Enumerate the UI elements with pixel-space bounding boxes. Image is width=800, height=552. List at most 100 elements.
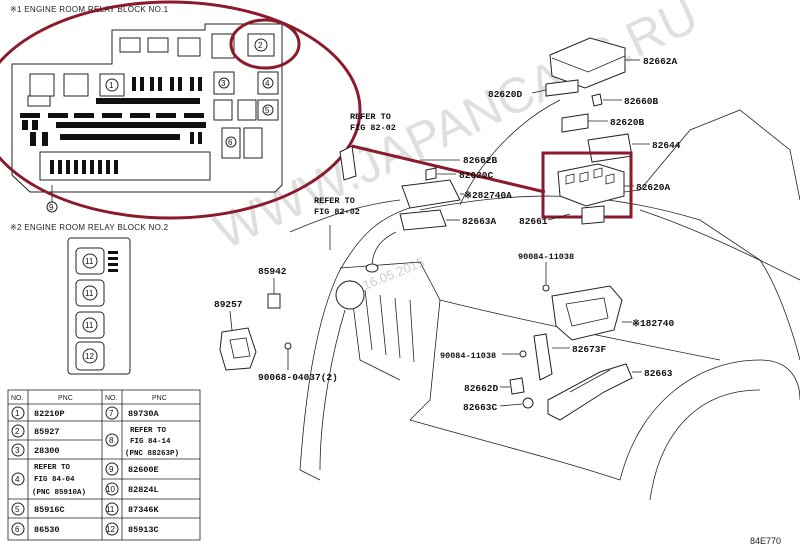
vehicle-outline bbox=[289, 99, 800, 501]
table-row: 11 87346K bbox=[105, 502, 160, 516]
refer-b-line2: FIG 82-02 bbox=[314, 207, 360, 217]
row-pnc-line3: (PNC 88263P) bbox=[125, 450, 179, 458]
part-82620A: 82620A bbox=[541, 151, 671, 225]
table-row: 6 86530 bbox=[11, 522, 60, 536]
marker-11b: 11 bbox=[82, 285, 98, 301]
part-90068: 90068-04037(2) bbox=[258, 342, 338, 383]
table-header-no-right: NO. bbox=[105, 395, 118, 402]
row-pnc-line2: FIG 84-14 bbox=[130, 438, 171, 446]
watermark-date: 16.05.2015 bbox=[361, 254, 427, 292]
label-82740A: ※282740A bbox=[464, 190, 512, 201]
marker-11c-label: 11 bbox=[85, 321, 94, 330]
part-82662D: 82662D bbox=[464, 377, 525, 395]
table-row: 12 85913C bbox=[105, 522, 159, 536]
marker-11b-label: 11 bbox=[85, 289, 94, 298]
label-82740: ※182740 bbox=[632, 318, 674, 329]
marker-1: 1 bbox=[105, 78, 119, 92]
table-row: 5 85916C bbox=[11, 502, 65, 516]
highlight-ellipse bbox=[0, 0, 362, 220]
marker-3: 3 bbox=[218, 77, 230, 89]
marker-11c: 11 bbox=[82, 317, 98, 333]
table-header-pnc-right: PNC bbox=[152, 395, 167, 402]
part-82660B: 82660B bbox=[591, 93, 659, 107]
marker-6-label: 6 bbox=[228, 138, 233, 147]
row-no: 6 bbox=[15, 525, 20, 534]
row-pnc: 85913C bbox=[128, 525, 159, 535]
table-row: 1 82210P bbox=[11, 406, 65, 420]
part-82620B: 82620B bbox=[561, 113, 645, 133]
label-82663: 82663 bbox=[644, 368, 673, 379]
row-pnc: 28300 bbox=[34, 446, 60, 456]
part-82662B: 82662B bbox=[339, 145, 498, 181]
row-no: 3 bbox=[15, 446, 20, 455]
label-82662B: 82662B bbox=[463, 155, 498, 166]
marker-4: 4 bbox=[262, 77, 274, 89]
part-82661: 82661 bbox=[519, 213, 571, 227]
table-row: 8 REFER TO FIG 84-14 (PNC 88263P) bbox=[105, 427, 179, 458]
refer-label-a: REFER TO FIG 82-02 bbox=[350, 112, 396, 133]
part-82663C: 82663C bbox=[463, 397, 534, 413]
label-82661: 82661 bbox=[519, 216, 548, 227]
label-82660B: 82660B bbox=[624, 96, 659, 107]
table-row: 2 85927 bbox=[11, 424, 60, 438]
relay-block-1-title: ※1 ENGINE ROOM RELAY BLOCK NO.1 bbox=[10, 5, 169, 14]
marker-5: 5 bbox=[262, 104, 274, 116]
row-no: 9 bbox=[109, 465, 114, 474]
row-pnc: 86530 bbox=[34, 525, 60, 535]
marker-5-label: 5 bbox=[265, 106, 270, 115]
label-85942: 85942 bbox=[258, 266, 287, 277]
part-82673F: 82673F bbox=[533, 333, 607, 381]
row-pnc-line1: REFER TO bbox=[130, 427, 167, 435]
row-pnc-line2: FIG 84-04 bbox=[34, 476, 75, 484]
part-89257: 89257 bbox=[214, 299, 257, 371]
marker-1-label: 1 bbox=[109, 81, 114, 90]
row-pnc: 85927 bbox=[34, 427, 60, 437]
part-82663A: 82663A bbox=[399, 209, 497, 231]
row-pnc: 82600E bbox=[128, 465, 159, 475]
marker-9: 9 bbox=[46, 201, 58, 213]
diagram-code: 84E770 bbox=[750, 536, 781, 546]
refer-b-line1: REFER TO bbox=[314, 196, 355, 206]
label-90068: 90068-04037(2) bbox=[258, 372, 338, 383]
label-82620B: 82620B bbox=[610, 117, 645, 128]
highlight-connector bbox=[351, 144, 546, 194]
label-82620C: 82620C bbox=[459, 170, 494, 181]
refer-a-line2: FIG 82-02 bbox=[350, 123, 396, 133]
part-90084-b: 90084-11038 bbox=[440, 350, 527, 361]
label-82644: 82644 bbox=[652, 140, 681, 151]
part-82620C: 82620C bbox=[425, 167, 494, 181]
row-no: 10 bbox=[106, 485, 115, 494]
row-pnc: 82824L bbox=[128, 485, 159, 495]
marker-2: 2 bbox=[254, 38, 268, 52]
label-82662A: 82662A bbox=[643, 56, 678, 67]
marker-9-label: 9 bbox=[49, 203, 54, 212]
pnc-table: NO. PNC NO. PNC 1 82210P 2 85927 3 28300… bbox=[7, 389, 201, 541]
label-82662D: 82662D bbox=[464, 383, 499, 394]
marker-6: 6 bbox=[225, 136, 237, 148]
part-82663: 82663 bbox=[547, 363, 673, 421]
table-header-no-left: NO. bbox=[11, 395, 24, 402]
table-row: 3 28300 bbox=[11, 443, 60, 457]
relay-block-1-inset: ※1 ENGINE ROOM RELAY BLOCK NO.1 1 3 bbox=[10, 5, 283, 213]
label-90084-b: 90084-11038 bbox=[440, 351, 496, 361]
label-90084-a: 90084-11038 bbox=[518, 252, 574, 262]
part-90084-a: 90084-11038 bbox=[518, 252, 574, 292]
row-pnc-line3: (PNC 85910A) bbox=[32, 489, 86, 497]
part-82662A: 82662A bbox=[549, 37, 678, 89]
label-82620D: 82620D bbox=[488, 89, 523, 100]
row-no: 2 bbox=[15, 427, 20, 436]
marker-12-label: 12 bbox=[85, 352, 94, 361]
marker-12: 12 bbox=[82, 348, 98, 364]
marker-11a-label: 11 bbox=[85, 257, 94, 266]
refer-label-b: REFER TO FIG 82-02 bbox=[314, 196, 360, 217]
marker-11a: 11 bbox=[82, 253, 98, 269]
label-82663C: 82663C bbox=[463, 402, 498, 413]
hose bbox=[371, 231, 397, 269]
table-row: 4 REFER TO FIG 84-04 (PNC 85910A) bbox=[11, 464, 86, 497]
part-82620D: 82620D bbox=[488, 79, 579, 100]
label-82673F: 82673F bbox=[572, 344, 607, 355]
marker-2-label: 2 bbox=[258, 41, 263, 50]
marker-4-label: 4 bbox=[265, 79, 270, 88]
table-row: 10 82824L bbox=[105, 482, 159, 496]
